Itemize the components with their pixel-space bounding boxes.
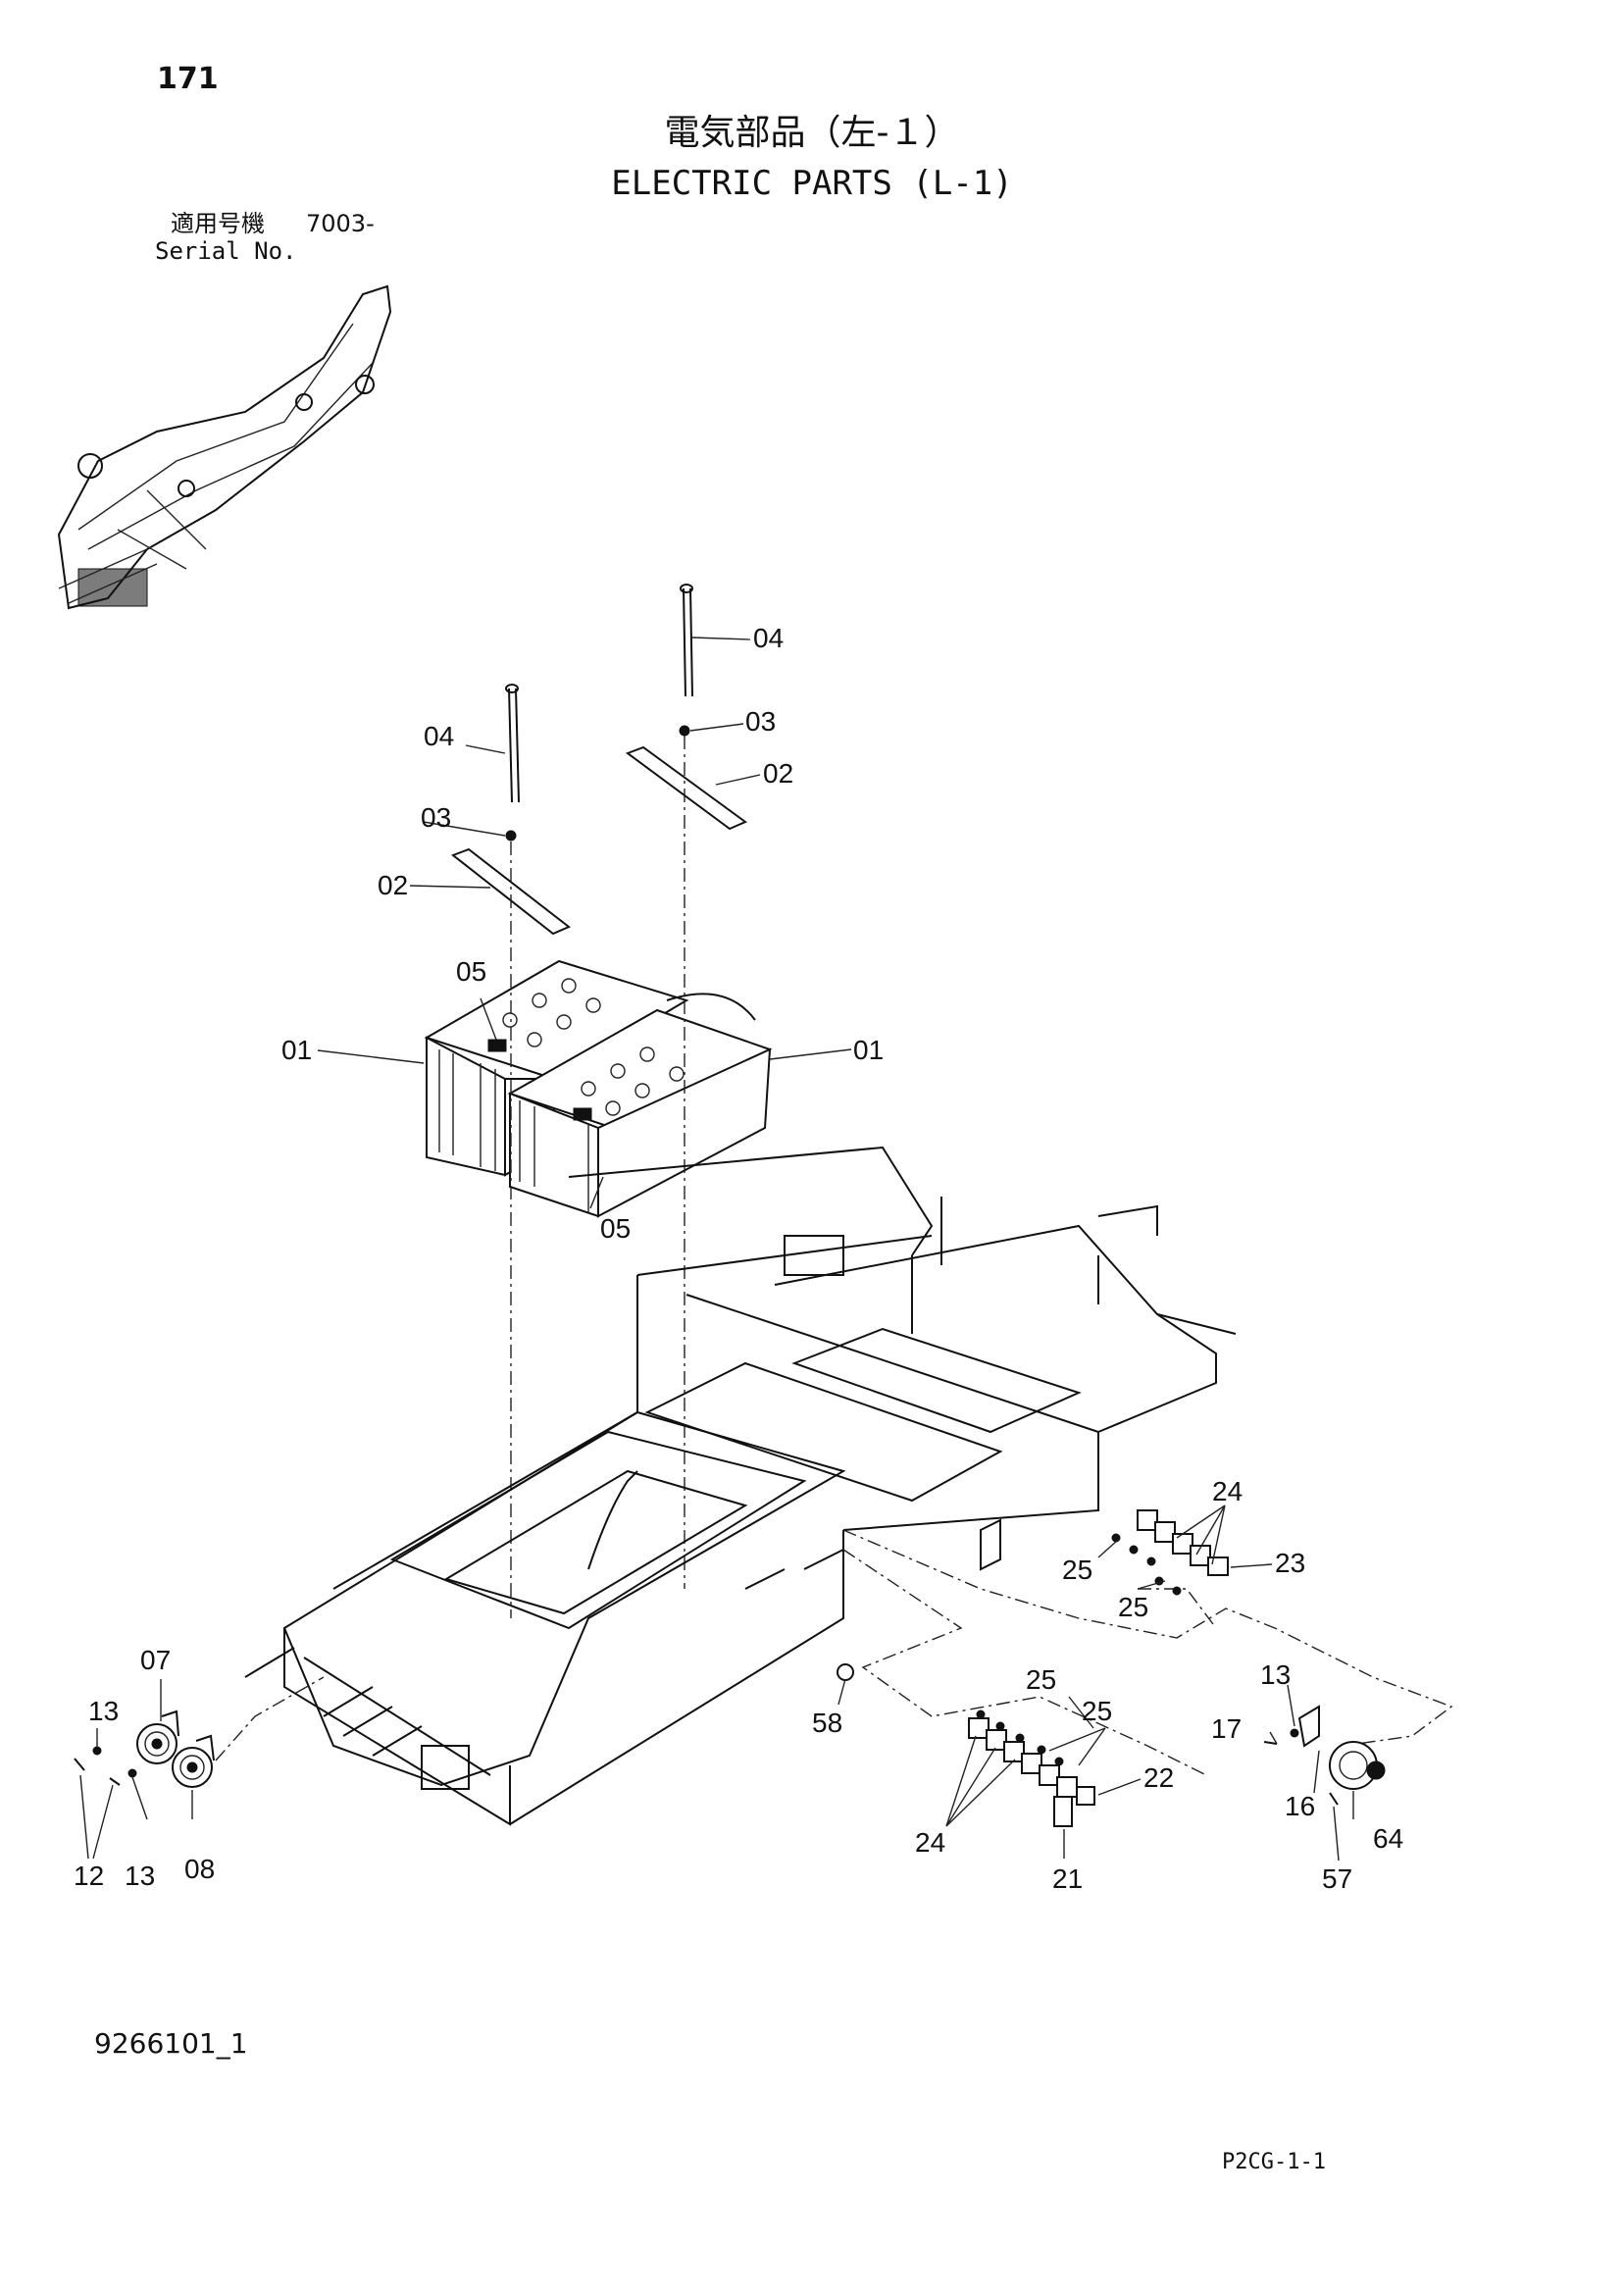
callout-57: 57 xyxy=(1322,1863,1352,1894)
leader-lines xyxy=(79,637,1354,1862)
nut-right xyxy=(679,725,690,737)
page-title-english: ELECTRIC PARTS (L-1) xyxy=(611,164,1013,203)
drawing-number: 9266101_1 xyxy=(94,2027,248,2060)
callout-13-left: 13 xyxy=(88,1696,119,1726)
horn-left xyxy=(136,1709,179,1764)
callout-17: 17 xyxy=(1211,1713,1242,1744)
callout-25-upper-b: 25 xyxy=(1118,1592,1148,1622)
page-number: 171 xyxy=(157,62,219,96)
callout-05-top: 05 xyxy=(456,956,486,987)
callout-12: 12 xyxy=(74,1861,104,1891)
callout-05-bottom: 05 xyxy=(600,1213,631,1244)
callout-24-lower: 24 xyxy=(915,1827,945,1858)
serial-label-english: Serial No. xyxy=(155,237,297,265)
callout-04-left: 04 xyxy=(424,721,454,751)
callout-03-right: 03 xyxy=(745,706,776,737)
bolt-12-a xyxy=(74,1758,85,1771)
machine-location-thumbnail xyxy=(57,284,392,610)
callout-21: 21 xyxy=(1052,1863,1083,1894)
rod-left xyxy=(505,684,520,803)
serial-label-japanese: 適用号機 xyxy=(171,210,265,237)
callout-02-left: 02 xyxy=(378,870,408,900)
page-code: P2CG-1-1 xyxy=(1222,2150,1326,2174)
horn-right xyxy=(172,1734,215,1788)
callout-23: 23 xyxy=(1275,1548,1305,1578)
callout-24-upper: 24 xyxy=(1212,1476,1243,1506)
callout-01-left: 01 xyxy=(281,1035,312,1065)
callout-16: 16 xyxy=(1285,1791,1315,1821)
callout-02-right: 02 xyxy=(763,758,793,789)
callout-64: 64 xyxy=(1373,1823,1403,1854)
callout-25-upper-a: 25 xyxy=(1062,1555,1092,1585)
hold-down-bar-right xyxy=(625,745,747,831)
nut-left xyxy=(505,830,517,842)
washer-13-lower xyxy=(127,1768,137,1778)
page-title-japanese: 電気部品（左-１） xyxy=(664,113,960,153)
relay-cluster-upper xyxy=(1111,1509,1229,1596)
callout-03-left: 03 xyxy=(421,802,451,833)
callout-22: 22 xyxy=(1143,1762,1174,1793)
relay-cluster-lower xyxy=(968,1709,1095,1827)
component-64 xyxy=(1263,1705,1386,1806)
callout-25-lower-left: 25 xyxy=(1026,1664,1056,1695)
callout-01-right: 01 xyxy=(853,1035,884,1065)
callout-13-right: 13 xyxy=(1260,1659,1291,1690)
callout-04-right: 04 xyxy=(753,623,784,653)
hold-down-bar-left xyxy=(450,847,571,936)
battery-box-frame xyxy=(244,1146,1237,1826)
bolt-12-b xyxy=(109,1777,121,1786)
callout-58: 58 xyxy=(812,1708,842,1738)
callout-07: 07 xyxy=(140,1645,171,1675)
callout-13-lower: 13 xyxy=(125,1861,155,1891)
harness-route xyxy=(842,1529,1453,1776)
grommet-58 xyxy=(837,1663,854,1681)
callout-25-lower-right: 25 xyxy=(1082,1696,1112,1726)
washer-13-left xyxy=(92,1746,102,1756)
serial-range: 7003- xyxy=(306,210,375,237)
callout-08: 08 xyxy=(184,1854,215,1884)
rod-right xyxy=(680,584,693,697)
